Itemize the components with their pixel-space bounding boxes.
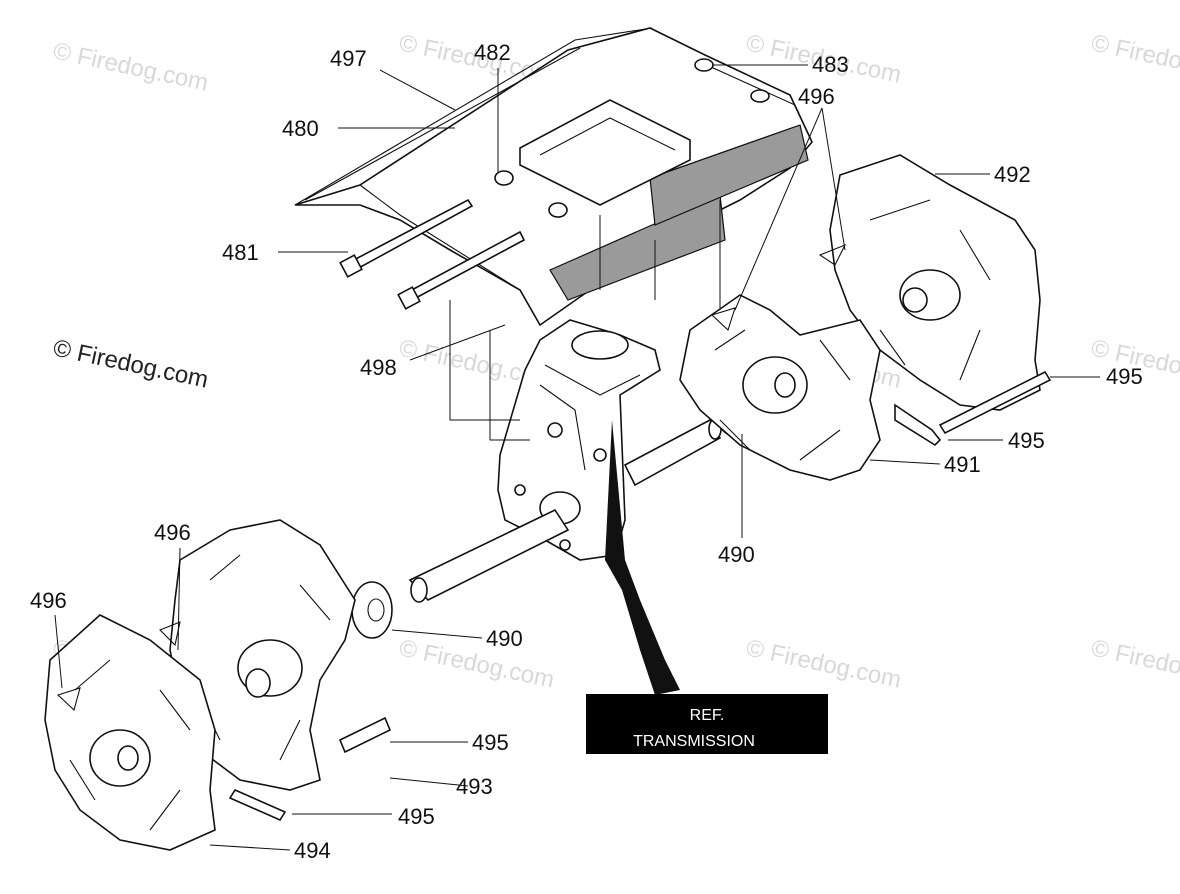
ref-transmission-box: REF. TRANSMISSION [586,694,828,754]
shield-bolts [339,198,526,310]
label-495-left-upper: 495 [472,730,509,755]
label-494: 494 [294,838,331,863]
washer-482a [494,170,514,186]
label-496-left-lower: 496 [30,588,67,613]
watermark-top-left: © Firedog.com [51,37,211,96]
hub-washer-left-hole [367,598,385,622]
ref-box-background [586,694,828,754]
shield-decal-right [649,124,809,226]
right-tine-assembly [679,154,1052,481]
label-496-top: 496 [798,84,835,109]
label-498: 498 [360,355,397,380]
hub-washer-left [351,581,393,639]
label-483: 483 [812,52,849,77]
leader-lines [54,64,1100,851]
label-495-right-upper: 495 [1106,364,1143,389]
watermark-bottom-center: © Firedog.com [397,634,557,693]
label-493: 493 [456,774,493,799]
watermark-bottom-right: © Firedog.com [744,634,904,693]
watermark-top-far-right: © Firedog.com [1089,29,1180,88]
ref-box-line1: REF. [690,707,725,724]
label-492: 492 [994,162,1031,187]
axle-shafts [408,418,722,603]
label-495-right-lower: 495 [1008,428,1045,453]
washer-483a [694,58,714,72]
label-491: 491 [944,452,981,477]
watermark-bottom-far-right: © Firedog.com [1089,634,1180,693]
label-495-left-lower: 495 [398,804,435,829]
transmission-housing [497,319,680,695]
part-labels: 497 482 483 496 480 492 481 498 495 495 … [30,40,1143,863]
tine-shield [294,27,813,327]
washer-483b [750,89,770,103]
label-490-left: 490 [486,626,523,651]
watermark-left-dark: © Firedog.com [51,334,211,393]
washer-482b [548,202,568,218]
label-490-right: 490 [718,542,755,567]
label-480: 480 [282,116,319,141]
label-496-left-upper: 496 [154,520,191,545]
ref-box-line2: TRANSMISSION [633,733,755,750]
left-tine-assembly [44,519,392,851]
label-497: 497 [330,46,367,71]
label-481: 481 [222,240,259,265]
label-482: 482 [474,40,511,65]
